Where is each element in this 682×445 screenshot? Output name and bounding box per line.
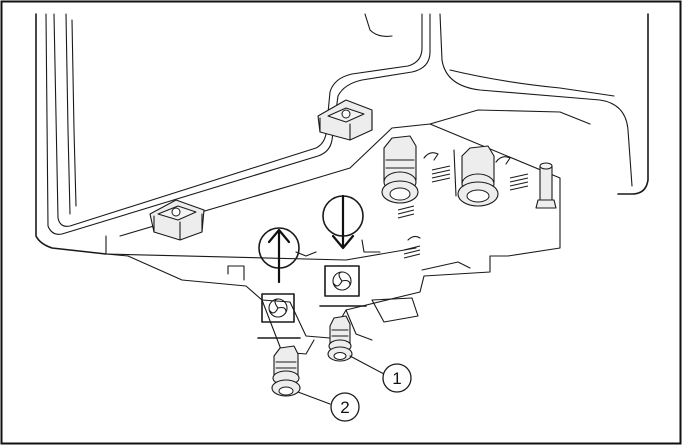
mounting-plate — [105, 109, 591, 355]
rear-pipe-stub — [535, 162, 557, 209]
callout-1-circle — [382, 363, 412, 393]
bracket-tab-right — [317, 99, 373, 141]
rear-fitting-left — [381, 135, 419, 204]
callout-2: 2 — [297, 391, 360, 422]
connection-fitting-1 — [327, 315, 353, 362]
rear-fitting-right — [457, 145, 499, 207]
fan-unit-icon — [319, 265, 367, 307]
callout-2-label: 2 — [340, 398, 349, 417]
callout-2-circle — [330, 392, 360, 422]
bracket-tab-left — [149, 199, 205, 241]
callout-1: 1 — [349, 355, 412, 393]
rear-hatch-marks — [423, 149, 529, 197]
inlet-symbol — [257, 227, 301, 339]
callout-1-label: 1 — [392, 369, 401, 388]
fan-unit-icon — [257, 293, 301, 339]
front-hatch-marks — [397, 205, 421, 259]
connection-fitting-2 — [271, 345, 301, 397]
outlet-symbol — [319, 194, 367, 307]
